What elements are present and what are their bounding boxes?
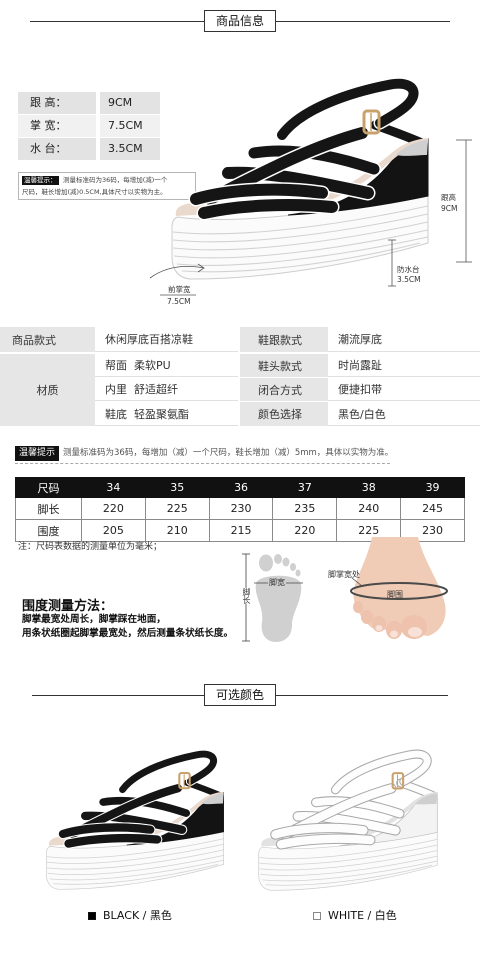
foot-girth-illustration [350,537,448,639]
color-option-label: BLACK / 黑色 [103,909,172,922]
section-header-colors: 可选颜色 [32,684,448,706]
header-cell: 39 [400,477,465,498]
color-option-black[interactable]: BLACK / 黑色 [88,909,172,923]
table-row: 围度 205 210 215 220 225 230 [15,519,465,542]
platform-height-label: 防水台 [397,265,420,274]
header-cell: 38 [336,477,402,498]
size-unit-note: 注：尺码表数据的测量单位为毫米； [18,542,163,552]
header-cell: 36 [208,477,274,498]
attr-label-heel-style: 鞋跟款式 [240,327,328,352]
table-cell: 220 [81,497,146,520]
header-cell: 34 [81,477,146,498]
row-label: 围度 [15,519,82,542]
spec-label: 跟 高： [18,92,96,114]
black-swatch-icon [88,912,96,920]
forefoot-width-label: 前掌宽 [168,285,191,294]
section-title: 可选颜色 [203,684,277,706]
heel-height-value: 9CM [441,204,458,213]
attr-material-upper: 帮面 柔软PU [95,354,238,377]
color-option-white-image[interactable] [257,748,439,898]
section-header-product-info: 商品信息 [30,10,450,32]
table-cell: 245 [400,497,465,520]
spec-value: 7.5CM [100,115,160,137]
attr-label-color: 颜色选择 [240,402,328,426]
attr-label-closure: 闭合方式 [240,378,328,401]
color-option-label: WHITE / 白色 [328,909,397,922]
spec-value: 9CM [100,92,160,114]
tip-line-2: 尺码，鞋长增加(减)0.5CM,具体尺寸以实物为主。 [22,188,167,196]
attr-label-style: 商品款式 [0,327,95,352]
tip-badge: 温馨提示： [22,176,59,185]
foot-girth-label: 脚围 [387,590,403,599]
header-cell: 35 [144,477,210,498]
table-cell: 205 [81,519,146,542]
table-cell: 225 [336,519,402,542]
spec-label: 掌 宽： [18,115,96,137]
tip-text: 测量标准码为36码，每增加（减）一个尺码，鞋长增加（减）5mm，具体以实物为准。 [63,448,394,458]
row-label: 脚长 [15,497,82,520]
spec-row-heel-height: 跟 高： 9CM [18,92,160,114]
measure-method-line-2: 用条状纸圈起脚掌最宽处，然后测量条状纸长度。 [22,628,234,639]
table-cell: 240 [336,497,402,520]
table-row: 脚长 220 225 230 235 240 245 [15,497,465,520]
foot-length-label: 脚长 [241,588,251,604]
attr-value-color: 黑色/白色 [328,402,480,426]
dimension-lines [149,139,472,296]
table-cell: 230 [400,519,465,542]
heel-height-label: 跟高 [441,193,456,202]
spec-value: 3.5CM [100,138,160,160]
foot-width-label: 脚宽 [268,578,286,588]
attr-value-toe-style: 时尚露趾 [328,354,480,377]
table-cell: 210 [144,519,210,542]
measure-method-title: 围度测量方法： [22,599,114,614]
table-cell: 220 [272,519,338,542]
attr-label-material: 材质 [0,354,95,426]
table-cell: 225 [144,497,210,520]
tip-badge: 温馨提示 [15,446,60,461]
table-cell: 215 [208,519,274,542]
tip-bar: 温馨提示 测量标准码为36码，每增加（减）一个尺码，鞋长增加（减）5mm，具体以… [15,445,394,464]
color-option-white[interactable]: WHITE / 白色 [313,909,397,923]
forefoot-width-value: 7.5CM [167,297,191,306]
header-cell: 尺码 [15,477,82,498]
size-table-header: 尺码 34 35 36 37 38 39 [15,477,465,498]
attr-value-heel-style: 潮流厚底 [328,327,480,352]
section-title: 商品信息 [203,10,277,32]
header-cell: 37 [272,477,338,498]
table-cell: 235 [272,497,338,520]
tip-line-1: 测量标准码为36码，每增加(减)一个 [63,176,168,184]
attr-material-lining: 内里 舒适超纤 [95,378,238,401]
attr-value-closure: 便捷扣带 [328,378,480,401]
attr-label-toe-style: 鞋头款式 [240,354,328,377]
table-cell: 230 [208,497,274,520]
platform-height-value: 3.5CM [397,275,421,284]
tip-box-small: 温馨提示： 测量标准码为36码，每增加(减)一个 尺码，鞋长增加(减)0.5CM… [18,172,196,200]
attr-material-sole: 鞋底 轻盈聚氨酯 [95,402,238,426]
size-table: 尺码 34 35 36 37 38 39 脚长 220 225 230 235 … [15,477,465,542]
spec-row-forefoot-width: 掌 宽： 7.5CM [18,115,160,137]
color-option-black-image[interactable] [45,748,225,897]
spec-row-platform-height: 水 台： 3.5CM [18,138,160,160]
measure-method-line-1: 脚掌最宽处周长，脚掌踩在地面， [22,614,166,625]
attr-value-style: 休闲厚底百搭凉鞋 [95,327,238,352]
spec-label: 水 台： [18,138,96,160]
white-swatch-icon [313,912,321,920]
forefoot-widest-label: 脚掌宽处 [328,570,360,579]
